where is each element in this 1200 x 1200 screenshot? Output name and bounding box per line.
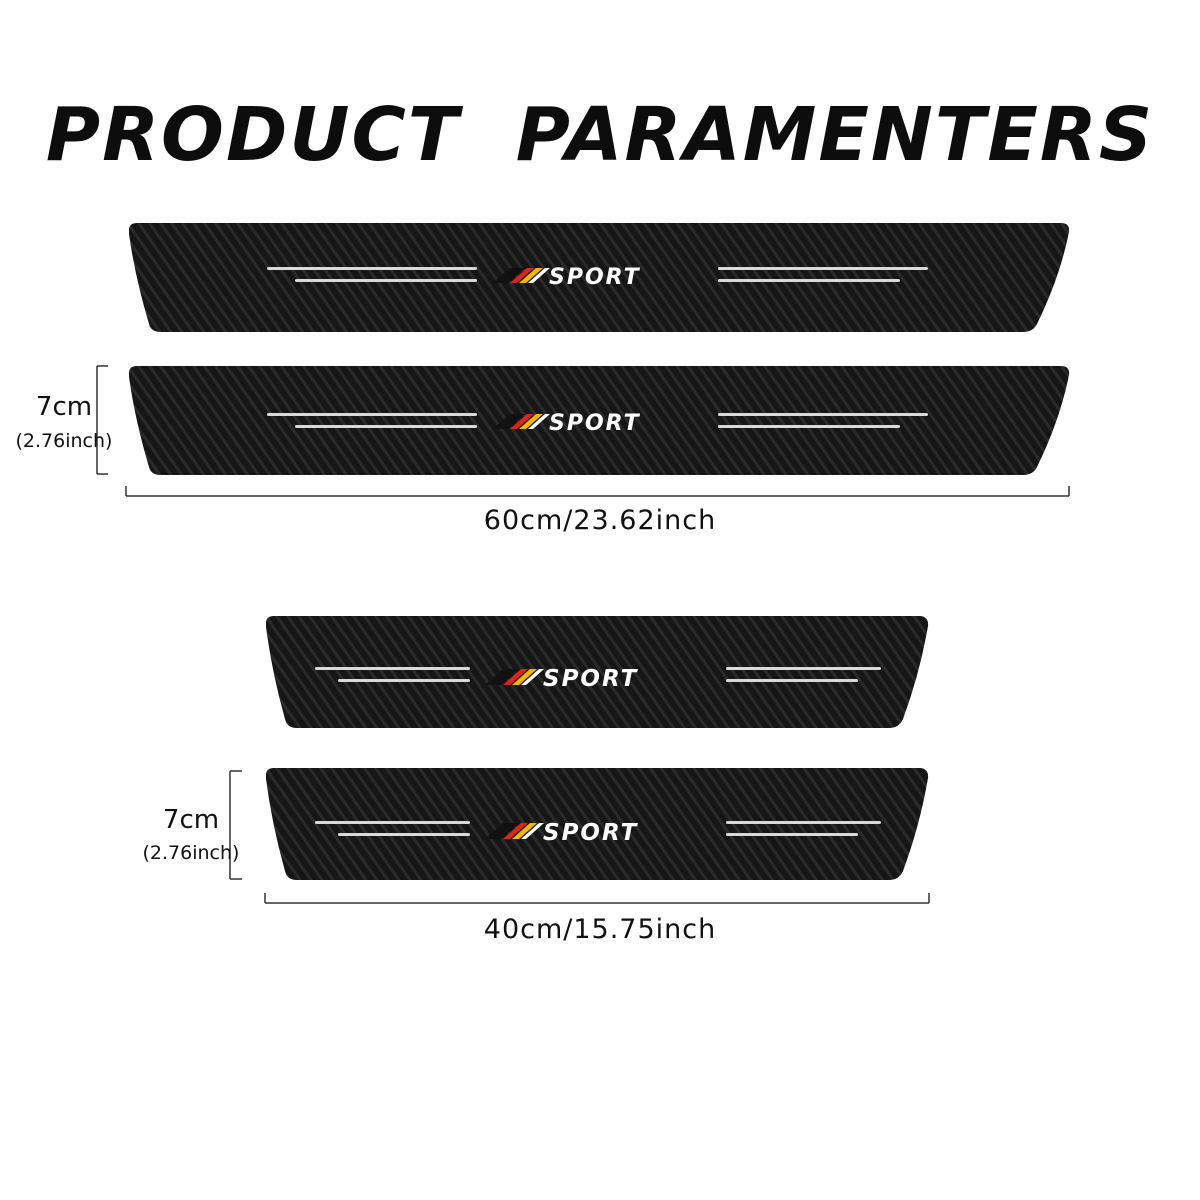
page-title: PRODUCT PARAMENTERS [45,92,1155,178]
sill-plate-small-1: SPORT [263,615,933,730]
svg-text:SPORT: SPORT [543,666,639,692]
large-height-inch-label: (2.76inch) [15,430,113,452]
svg-text:SPORT: SPORT [549,411,641,436]
sill-plate-large-1: SPORT [125,222,1075,334]
sport-logo: SPORT [493,265,641,290]
large-height-cm-label: 7cm [35,392,93,422]
small-height-cm-label: 7cm [162,805,220,835]
svg-text:SPORT: SPORT [549,265,641,290]
sill-plate-large-2: SPORT [125,365,1075,477]
svg-text:SPORT: SPORT [543,820,639,846]
sport-logo: SPORT [493,411,641,436]
sport-logo: SPORT [485,820,639,846]
small-width-label: 40cm/15.75inch [483,914,717,945]
large-width-label: 60cm/23.62inch [483,505,717,536]
sport-logo: SPORT [485,666,639,692]
small-height-inch-label: (2.76inch) [142,842,240,864]
sill-plate-small-2: SPORT [263,767,933,882]
